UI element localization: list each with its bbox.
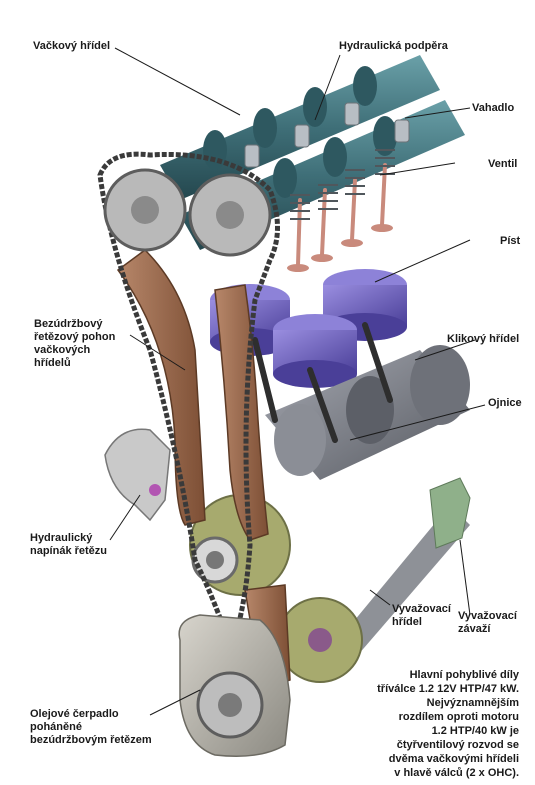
label-valve: Ventil	[488, 158, 518, 170]
chain-tensioner	[104, 428, 171, 522]
label-piston: Píst	[500, 235, 521, 247]
label-conrod: Ojnice	[488, 397, 522, 409]
label-camshaft: Vačkový hřídel	[33, 40, 111, 52]
label-crankshaft: Klikový hřídel	[447, 333, 520, 345]
balance-shaft	[277, 477, 471, 683]
crankshaft	[252, 322, 470, 480]
cam-sprockets	[103, 168, 272, 257]
label-rocker: Vahadlo	[472, 102, 515, 114]
oil-pump	[178, 614, 291, 757]
caption: Hlavní pohyblivé díly tříválce 1.2 12V H…	[377, 669, 519, 779]
leader-lines	[109, 47, 486, 716]
label-balance-shaft: Vyvažovací hřídel	[392, 603, 451, 628]
label-oil-pump: Olejové čerpadlo poháněné bezúdržbovým ř…	[30, 708, 152, 746]
valve-train	[287, 149, 395, 272]
label-hydraulic-support: Hydraulická podpěra	[339, 40, 448, 52]
label-chain-drive: Bezúdržbový řetězový pohon vačkových hří…	[34, 318, 116, 369]
balance-weight	[429, 477, 471, 549]
label-tensioner: Hydraulický napínák řetězu	[30, 532, 108, 557]
label-balance-weight: Vyvažovací závaží	[458, 610, 517, 635]
